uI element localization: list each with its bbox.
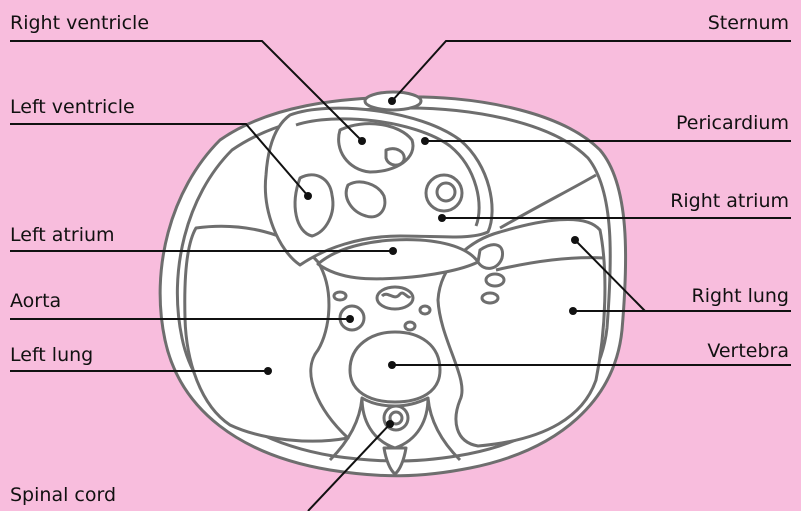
label-right-ventricle: Right ventricle (10, 12, 149, 34)
label-left-ventricle: Left ventricle (10, 96, 135, 118)
label-right-lung: Right lung (692, 285, 790, 307)
label-left-lung: Left lung (10, 344, 93, 366)
label-aorta: Aorta (10, 290, 61, 312)
leader-sternum (392, 41, 791, 101)
label-vertebra: Vertebra (707, 340, 789, 362)
label-right-atrium: Right atrium (670, 190, 789, 212)
label-spinal-cord: Spinal cord (10, 484, 116, 506)
label-sternum: Sternum (708, 12, 789, 34)
label-left-atrium: Left atrium (10, 224, 115, 246)
thorax-body (160, 92, 626, 476)
label-pericardium: Pericardium (676, 112, 789, 134)
right-atrium-shape (426, 175, 462, 211)
